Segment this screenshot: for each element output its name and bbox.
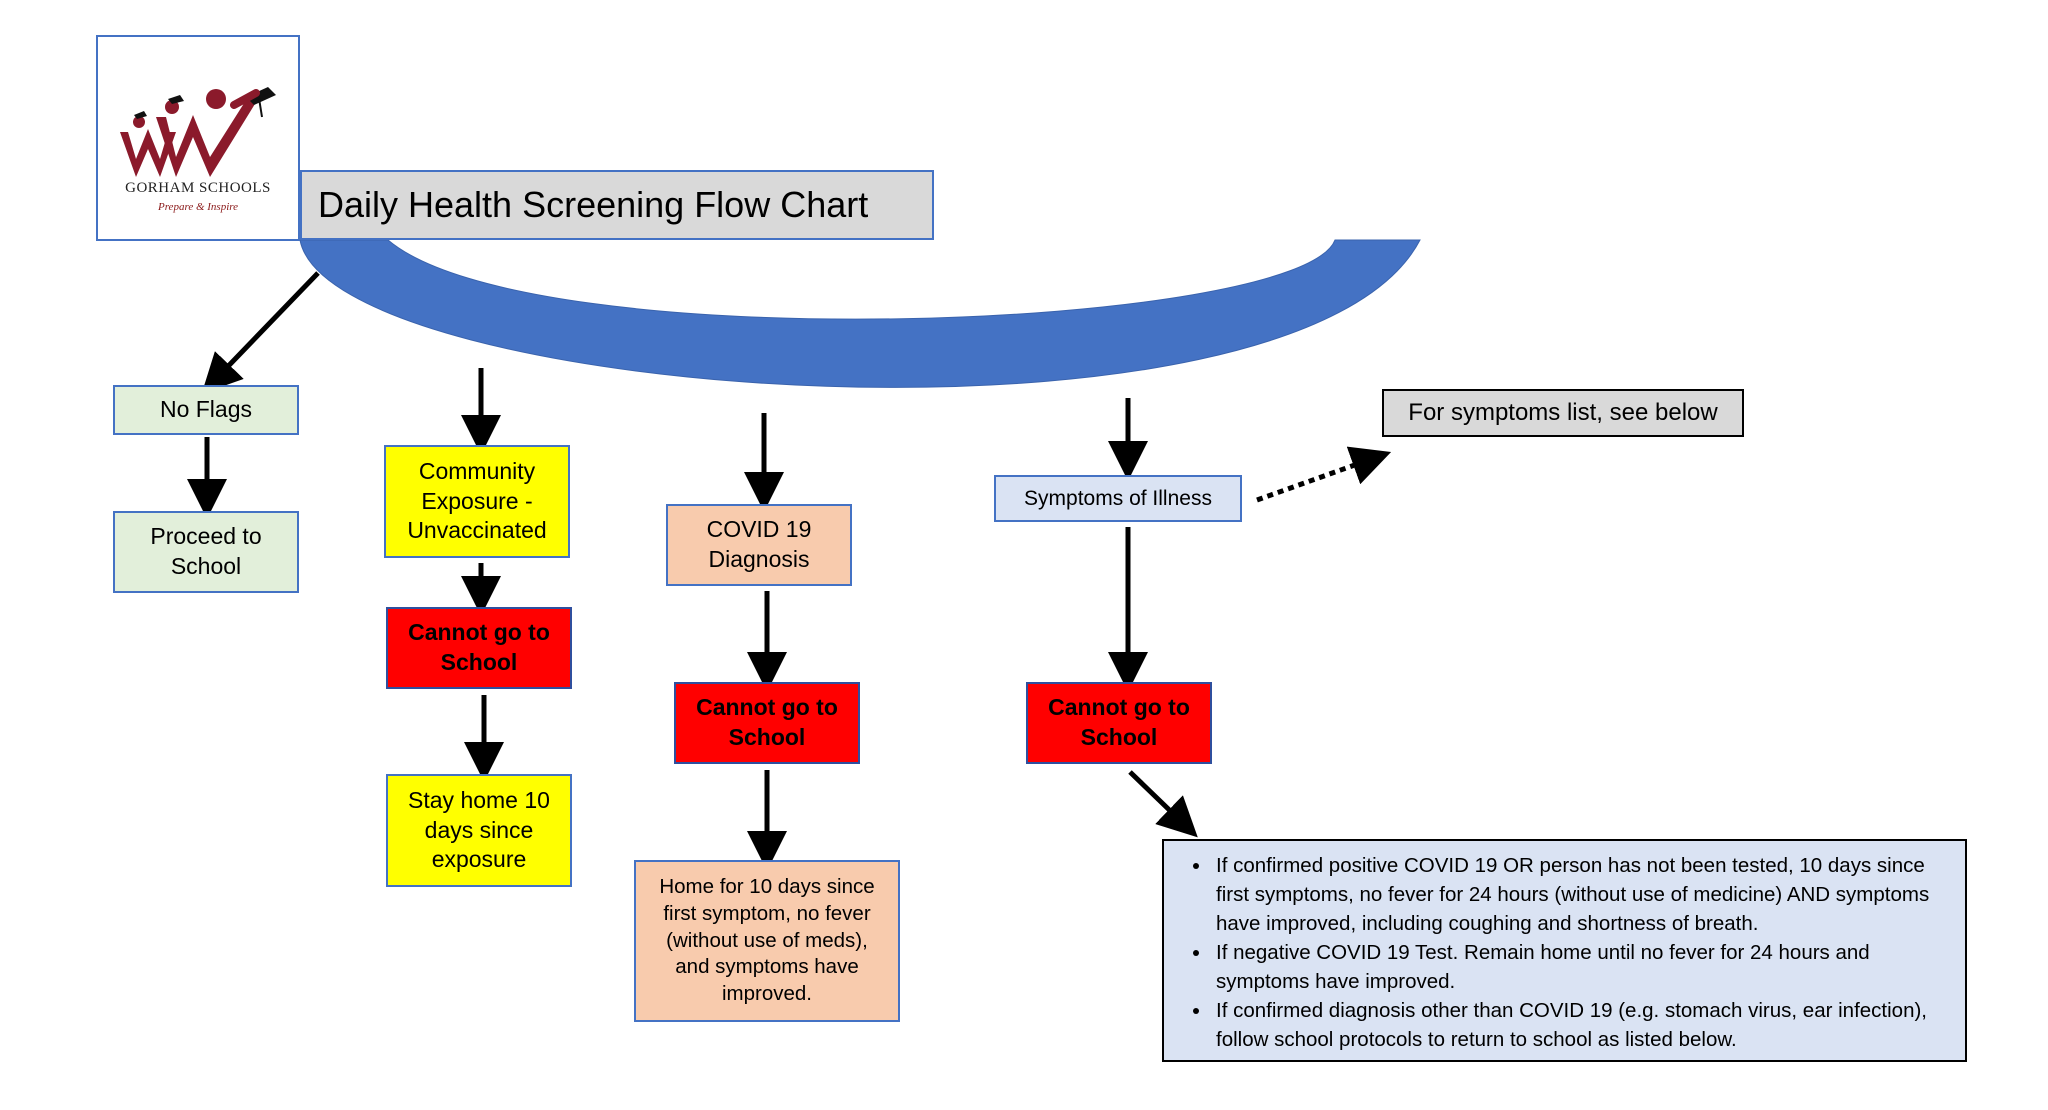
no-flags-box: No Flags [113,385,299,435]
symptoms-list-note-box: For symptoms list, see below [1382,389,1744,437]
proceed-to-school-box: Proceed to School [113,511,299,593]
gorham-schools-logo: GORHAM SCHOOLS Prepare & Inspire [96,35,300,241]
logo-tagline: Prepare & Inspire [157,201,239,213]
screening-arc [299,239,1421,388]
return-rules-list: If confirmed positive COVID 19 OR person… [1184,851,1947,1054]
return-rules-box: If confirmed positive COVID 19 OR person… [1162,839,1967,1062]
cannot-go-to-school-box-3: Cannot go to School [1026,682,1212,764]
logo-figures-icon [120,87,276,177]
arrow-to-rules [1128,770,1198,838]
community-exposure-box: Community Exposure - Unvaccinated [384,445,570,558]
rule-item: If confirmed positive COVID 19 OR person… [1212,851,1947,938]
covid-diagnosis-box: COVID 19 Diagnosis [666,504,852,586]
page-title: Daily Health Screening Flow Chart [300,170,934,240]
stay-home-box: Stay home 10 days since exposure [386,774,572,887]
symptoms-of-illness-box: Symptoms of Illness [994,475,1242,522]
dotted-arrow-to-symptoms-note [1256,446,1392,503]
rule-item: If negative COVID 19 Test. Remain home u… [1212,938,1947,996]
rule-item: If confirmed diagnosis other than COVID … [1212,996,1947,1054]
cannot-go-to-school-box-1: Cannot go to School [386,607,572,689]
arrow-to-no-flags [201,271,320,394]
logo-school-name: GORHAM SCHOOLS [125,180,271,196]
cannot-go-to-school-box-2: Cannot go to School [674,682,860,764]
home-10-days-box: Home for 10 days since first symptom, no… [634,860,900,1022]
